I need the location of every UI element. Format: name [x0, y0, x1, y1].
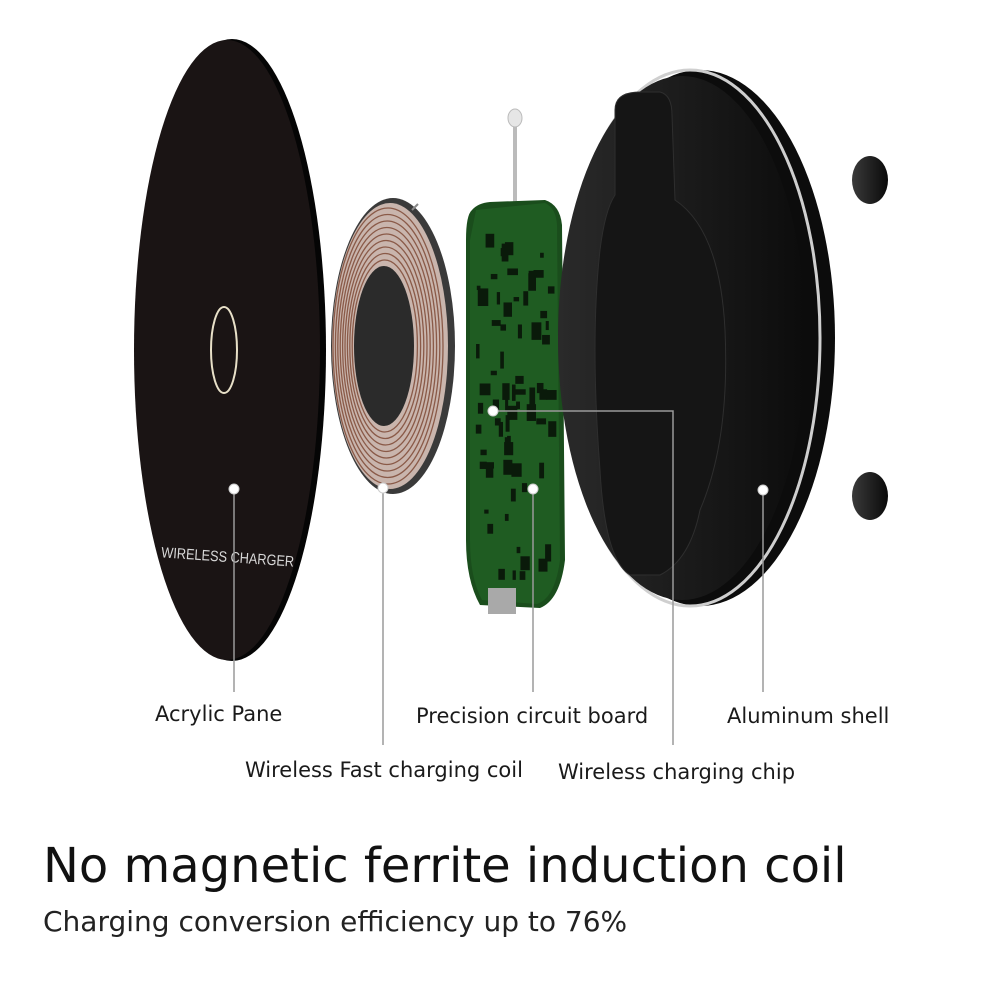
pcb-component	[503, 459, 513, 475]
pcb-component	[516, 546, 521, 554]
pcb-component	[519, 571, 526, 580]
pcb-component	[504, 242, 514, 256]
callout-dots	[228, 405, 769, 496]
pcb-component	[485, 466, 494, 478]
pcb-component	[540, 252, 544, 258]
pcb-component	[513, 297, 520, 302]
pcb-component	[503, 302, 513, 317]
label-charging-chip: Wireless charging chip	[558, 760, 796, 784]
pcb-component	[502, 383, 510, 400]
pcb-component	[523, 291, 529, 306]
headline: No magnetic ferrite induction coil	[43, 838, 847, 894]
pcb-component	[504, 513, 509, 521]
coil-winding	[332, 207, 444, 485]
pcb-component	[492, 399, 500, 411]
coil-winding	[349, 252, 422, 440]
label-circuit-board: Precision circuit board	[416, 704, 649, 728]
pcb-component	[498, 421, 504, 437]
pcb-component	[547, 286, 555, 294]
pcb-component	[505, 397, 509, 412]
pcb-component	[542, 334, 550, 345]
pcb-component	[512, 570, 516, 580]
pcb-component	[536, 418, 547, 425]
label-acrylic-pane: Acrylic Pane	[155, 702, 283, 726]
pcb-component	[507, 268, 518, 276]
pcb-component	[490, 370, 497, 376]
pcb-component	[520, 556, 530, 571]
magnet-top	[852, 156, 888, 204]
pcb-component	[487, 523, 494, 534]
pcb-component	[528, 270, 539, 276]
pcb-component	[477, 402, 484, 414]
pcb-component	[507, 435, 511, 454]
coil-winding	[337, 220, 438, 472]
coil-winding	[339, 226, 435, 466]
pcb-component	[526, 404, 537, 421]
coil-winding	[334, 213, 441, 479]
pcb-component	[538, 558, 548, 572]
pcb-component	[494, 418, 501, 426]
magnet-bottom	[852, 472, 888, 520]
pcb-component	[484, 509, 489, 514]
pcb-component	[516, 401, 520, 409]
usb-port	[488, 588, 516, 614]
pcb-component	[545, 321, 549, 331]
pcb-component	[531, 322, 542, 340]
pcb-component	[479, 383, 491, 396]
pcb-component	[536, 382, 544, 394]
pcb-component	[510, 488, 516, 502]
pcb-component	[515, 375, 524, 384]
pcb-component	[505, 415, 510, 432]
coil-winding	[344, 239, 428, 453]
pcb-component	[517, 324, 522, 339]
pcb-component	[539, 462, 545, 479]
pcb-component	[521, 483, 528, 493]
pcb-component	[479, 461, 487, 469]
pcb-component	[477, 288, 489, 307]
pcb-component	[501, 243, 509, 262]
acrylic-pane: WIRELESS CHARGER	[134, 39, 326, 661]
pcb-component	[546, 390, 557, 400]
pcb-component	[475, 424, 482, 434]
pcb-component	[507, 405, 518, 420]
pcb-component	[548, 421, 557, 437]
coil-winding	[351, 259, 419, 433]
pcb-component	[511, 463, 522, 477]
charging-ring-icon	[210, 306, 238, 394]
pcb-component	[539, 389, 548, 400]
pcb-component	[533, 270, 544, 278]
pcb-component	[500, 324, 507, 331]
pcb-component	[515, 389, 526, 395]
subheadline: Charging conversion efficiency up to 76%	[43, 905, 628, 938]
coil-winding	[341, 233, 431, 459]
aluminum-shell	[558, 68, 835, 608]
pcb-component	[528, 273, 537, 291]
pcb-component	[511, 384, 516, 401]
pcb-component	[480, 449, 487, 456]
pcb-component	[545, 544, 552, 562]
pcb-component	[496, 292, 501, 305]
pcb-component	[490, 273, 498, 280]
label-charging-coil: Wireless Fast charging coil	[245, 758, 523, 782]
pcb-component	[476, 285, 481, 291]
pcb-component	[485, 233, 495, 248]
pcb-component	[498, 568, 505, 580]
pcb-component	[529, 387, 536, 405]
pcb-component	[500, 351, 504, 369]
circuit-board	[466, 108, 565, 614]
pcb-component	[491, 320, 501, 326]
pcb-component	[476, 344, 480, 359]
charging-coil	[331, 198, 455, 494]
pcb-component	[540, 310, 548, 319]
pcb-component	[485, 462, 494, 469]
coil-winding	[346, 246, 425, 446]
label-aluminum-shell: Aluminum shell	[727, 704, 890, 728]
leader-lines	[233, 410, 764, 745]
